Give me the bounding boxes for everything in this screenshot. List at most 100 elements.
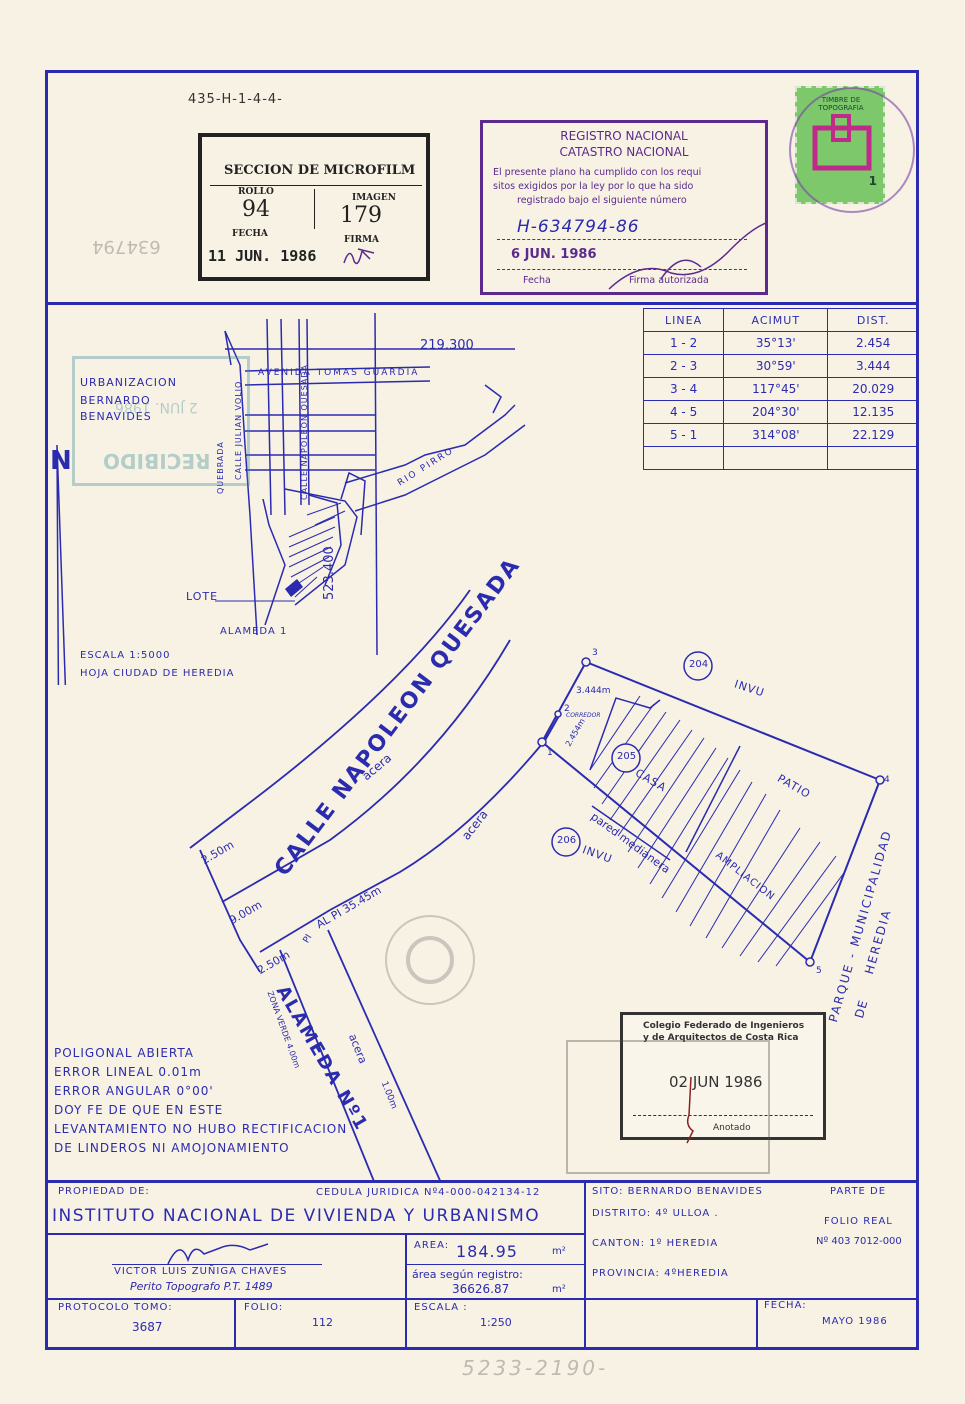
titleblock-vsplit4	[756, 1299, 758, 1350]
fecha-label: FECHA	[232, 229, 268, 239]
cancellation-circle-icon	[789, 87, 915, 213]
rollo-value: 94	[242, 197, 270, 222]
note-line: DOY FE DE QUE EN ESTE	[54, 1103, 224, 1117]
tax-stamp-emblem-icon	[812, 114, 872, 171]
colegio-stamp: Colegio Federado de Ingenieros y de Arqu…	[620, 1012, 826, 1144]
folio-label: FOLIO:	[244, 1302, 284, 1313]
firma-signature	[343, 248, 375, 265]
benavides-label: BENAVIDES	[80, 410, 152, 423]
vertex-1-label: 1	[547, 748, 553, 758]
registry-line1: REGISTRO NACIONAL	[560, 129, 688, 143]
surveyor-signature	[167, 1243, 269, 1265]
received-stamp-date: 2 JUN. 1986	[115, 399, 198, 415]
registry-firma-label: Firma autorizada	[629, 275, 709, 286]
table-row: 1 - 2 35°13' 2.454	[642, 331, 919, 355]
titleblock-vsplit3	[234, 1299, 236, 1350]
rollo-label: ROLLO	[238, 187, 274, 197]
surveyor-title: Perito Topografo P.T. 1489	[130, 1280, 273, 1293]
faded-seal-icon	[385, 915, 475, 1005]
table-cell: 3 - 4	[642, 377, 725, 401]
received-stamp: 2 JUN. 1986 RECIBIDO	[72, 356, 250, 486]
table-cell: 1 - 2	[642, 331, 725, 355]
area-label: AREA:	[414, 1240, 450, 1251]
hoja-label: HOJA CIUDAD DE HEREDIA	[80, 668, 235, 679]
surveyor-name: VICTOR LUIS ZUÑIGA CHAVES	[114, 1266, 288, 1277]
scale-label: ESCALA 1:5000	[80, 650, 171, 661]
vertex-3-label: 3	[592, 648, 598, 658]
dist-3444-label: 3.444m	[576, 686, 611, 696]
table-cell: 4 - 5	[642, 400, 725, 424]
header-divider	[45, 302, 919, 305]
avenida-label: AVENIDA TOMAS GUARDIA	[258, 368, 420, 378]
distrito-label: DISTRITO: 4º ULLOA .	[592, 1208, 719, 1219]
area-value: 184.95	[456, 1242, 518, 1261]
table-cell: 35°13'	[723, 331, 829, 355]
registry-text3: registrado bajo el siguiente número	[517, 195, 687, 206]
lot-205-label: 205	[617, 751, 637, 762]
vertex-2-label: 2	[564, 704, 570, 714]
table-cell	[827, 446, 919, 470]
titleblock-area-line	[405, 1264, 585, 1265]
location-map	[56, 312, 526, 685]
area-unit: m²	[552, 1246, 566, 1257]
colegio-date: 02 JUN 1986	[669, 1073, 763, 1091]
table-cell: 204°30'	[723, 400, 829, 424]
tax-stamp-text: TIMBRE DE TOPOGRAFIA	[818, 96, 864, 112]
canton-label: CANTON: 1º HEREDIA	[592, 1238, 719, 1249]
table-row: 3 - 4 117°45' 20.029	[642, 377, 919, 401]
note-line: LEVANTAMIENTO NO HUBO RECTIFICACION	[54, 1122, 348, 1136]
colegio-line1: Colegio Federado de Ingenieros	[643, 1021, 805, 1031]
surveyor-line	[112, 1264, 322, 1265]
urbanizacion-label: URBANIZACION	[80, 376, 177, 389]
microfilm-stamp: SECCION DE MICROFILM ROLLO IMAGEN 94 179…	[198, 133, 430, 281]
table-header-cell: LINEA	[642, 308, 725, 332]
titleblock-row3-line	[45, 1298, 919, 1300]
drawing-frame	[45, 70, 919, 1350]
table-cell: 12.135	[827, 400, 919, 424]
fecha-value: 11 JUN. 1986	[208, 247, 317, 265]
owner-name: INSTITUTO NACIONAL DE VIVIENDA Y URBANIS…	[52, 1206, 541, 1226]
table-cell: 3.444	[827, 354, 919, 378]
colegio-footer: Anotado	[713, 1123, 751, 1133]
note-line: DE LINDEROS NI AMOJONAMIENTO	[54, 1141, 290, 1155]
folio-real-number: Nº 403 7012-000	[816, 1236, 902, 1247]
vertex-4-label: 4	[884, 775, 890, 785]
lot-204-label: 204	[689, 659, 709, 670]
table-header-cell: ACIMUT	[723, 308, 829, 332]
titleblock-vsplit1	[584, 1180, 586, 1350]
parte-de-label: PARTE DE	[830, 1186, 887, 1197]
table-row	[642, 446, 919, 470]
table-header-row: LINEA ACIMUT DIST.	[642, 308, 919, 332]
firma-label: FIRMA	[344, 235, 380, 245]
table-cell: 30°59'	[723, 354, 829, 378]
folio-real-label: FOLIO REAL	[824, 1216, 893, 1227]
coord-x-label: 219.300	[420, 338, 474, 353]
fecha-label: FECHA:	[764, 1300, 807, 1311]
provincia-label: PROVINCIA: 4ºHEREDIA	[592, 1268, 729, 1279]
side-number: 634794	[92, 236, 161, 257]
microfilm-title: SECCION DE MICROFILM	[224, 163, 416, 178]
protocolo-label: PROTOCOLO TOMO:	[58, 1302, 173, 1313]
titleblock-top	[45, 1180, 919, 1183]
reference-code: 435-H-1-4-4-	[188, 92, 283, 107]
lote-label: LOTE	[186, 590, 219, 603]
calle-napoleon-map-label: CALLE NAPOLEON QUESADA	[300, 364, 309, 500]
vertex-5-label: 5	[816, 966, 822, 976]
titleblock-vsplit2	[405, 1234, 407, 1350]
table-cell: 20.029	[827, 377, 919, 401]
protocolo-value: 3687	[132, 1320, 163, 1334]
registry-number: H-634794-86	[517, 217, 640, 237]
north-label: N	[50, 446, 72, 476]
table-header-cell: DIST.	[827, 308, 919, 332]
registry-text2: sitos exigidos por la ley por lo que ha …	[493, 181, 694, 192]
escala-value: 1:250	[480, 1316, 512, 1329]
registry-date: 6 JUN. 1986	[511, 247, 597, 262]
imagen-value: 179	[340, 203, 382, 228]
table-cell: 22.129	[827, 423, 919, 447]
propiedad-label: PROPIEDAD DE:	[58, 1186, 150, 1197]
note-line: ERROR LINEAL 0.01m	[54, 1065, 202, 1079]
note-line: POLIGONAL ABIERTA	[54, 1046, 194, 1060]
table-row: 4 - 5 204°30' 12.135	[642, 400, 919, 424]
table-cell	[723, 446, 829, 470]
note-line: ERROR ANGULAR 0°00'	[54, 1084, 214, 1098]
